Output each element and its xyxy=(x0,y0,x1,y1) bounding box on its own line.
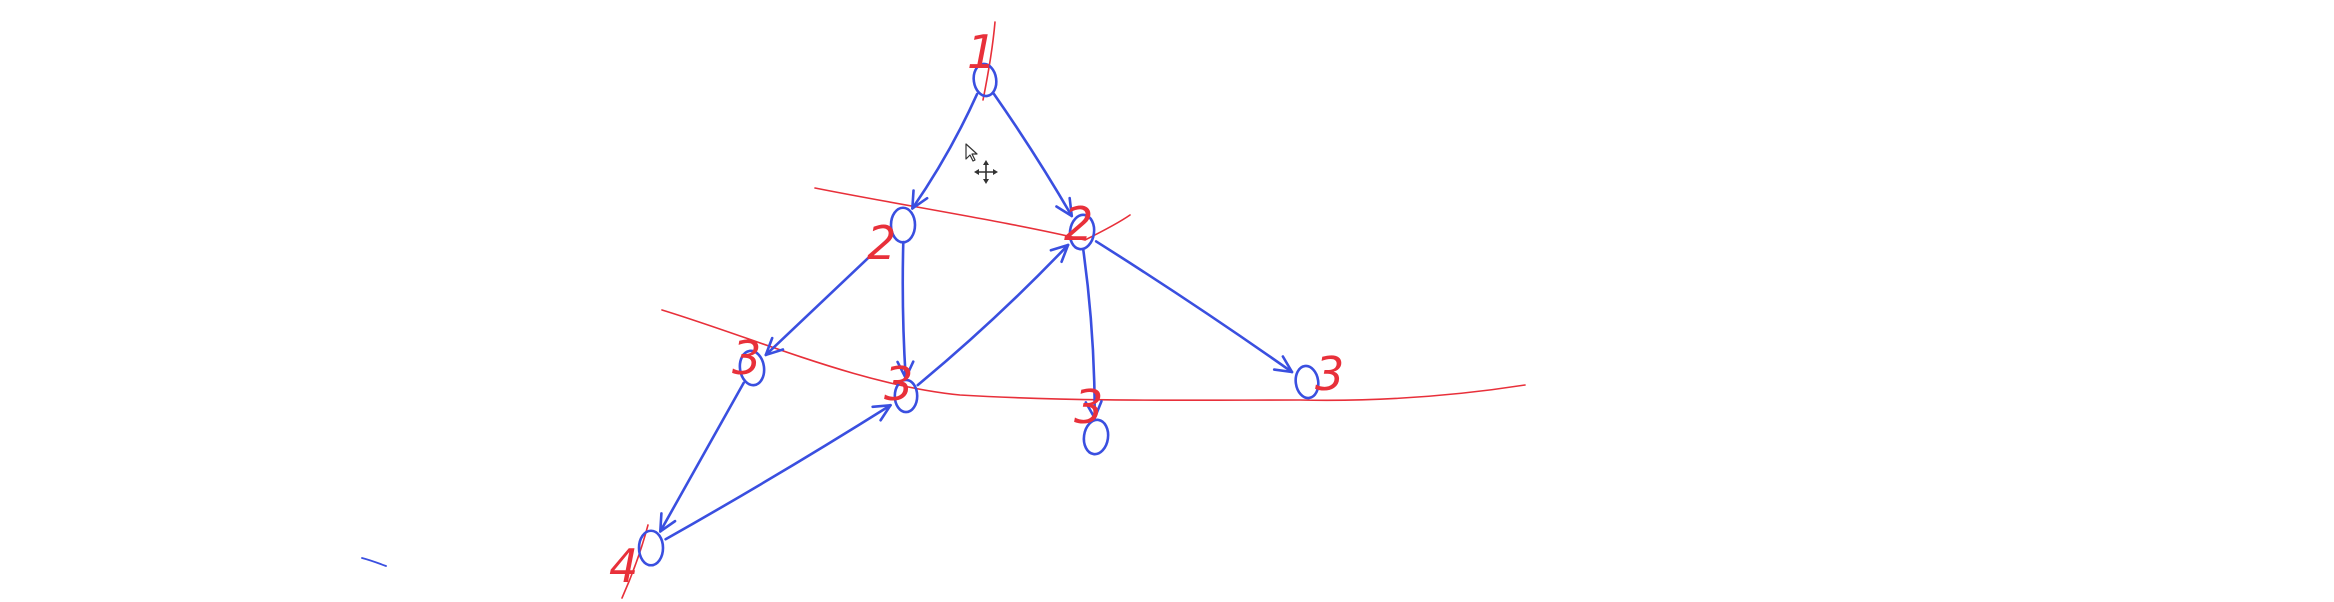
graph-nodes xyxy=(637,62,1321,567)
node-left-mid[interactable] xyxy=(889,206,917,244)
level-curve-1 xyxy=(982,21,996,101)
edge-left-mid-to-center xyxy=(901,240,907,380)
graph-labels: 1 2 2 3 3 3 3 4 xyxy=(609,25,1344,593)
edge-right-mid-to-right-bottom xyxy=(1081,247,1097,420)
node-label-far-left: 3 xyxy=(732,331,761,385)
level-curves xyxy=(361,21,1526,599)
arrowhead-right-mid-to-right-bottom xyxy=(1084,400,1103,420)
edge-top-to-right-mid xyxy=(992,92,1074,218)
arrowhead-far-left-to-bottom-left xyxy=(658,512,677,533)
mouse-pointer-icon xyxy=(965,143,978,162)
node-top[interactable] xyxy=(972,62,999,98)
graph-edges xyxy=(658,92,1294,541)
node-label-left-mid: 2 xyxy=(867,216,896,270)
edge-far-left-to-bottom-left xyxy=(658,381,745,533)
arrowhead-left-mid-to-center xyxy=(896,360,915,380)
arrowhead-right-mid-to-far-right xyxy=(1272,355,1294,374)
level-curve-2 xyxy=(814,187,1131,241)
level-curve-3 xyxy=(661,309,1526,402)
node-label-far-right: 3 xyxy=(1315,347,1344,401)
node-label-right-bottom: 3 xyxy=(1074,380,1103,434)
arrowhead-bottom-left-to-center xyxy=(871,403,892,422)
node-right-mid[interactable] xyxy=(1068,213,1097,251)
move-cursor-icon xyxy=(974,160,998,184)
arrowhead-top-to-left-mid xyxy=(911,189,929,210)
edge-center-to-right-mid xyxy=(916,243,1070,387)
arrowhead-top-to-right-mid xyxy=(1055,196,1074,218)
node-far-left[interactable] xyxy=(738,349,767,387)
node-label-right-mid: 2 xyxy=(1064,197,1093,251)
edge-left-mid-to-far-left xyxy=(764,235,892,357)
node-label-center: 3 xyxy=(884,357,913,411)
node-label-top: 1 xyxy=(967,25,996,79)
edge-right-mid-to-far-right xyxy=(1094,240,1294,374)
stray-mark xyxy=(361,557,387,567)
edge-top-to-left-mid xyxy=(911,92,979,210)
node-center[interactable] xyxy=(893,378,919,414)
node-bottom-left[interactable] xyxy=(637,529,665,567)
arrowhead-left-mid-to-far-left xyxy=(764,336,785,357)
arrowhead-center-to-right-mid xyxy=(1049,243,1070,264)
node-label-bottom-left: 4 xyxy=(609,539,638,593)
node-far-right[interactable] xyxy=(1294,364,1321,400)
edge-bottom-left-to-center xyxy=(664,403,892,541)
node-right-bottom[interactable] xyxy=(1082,418,1111,456)
